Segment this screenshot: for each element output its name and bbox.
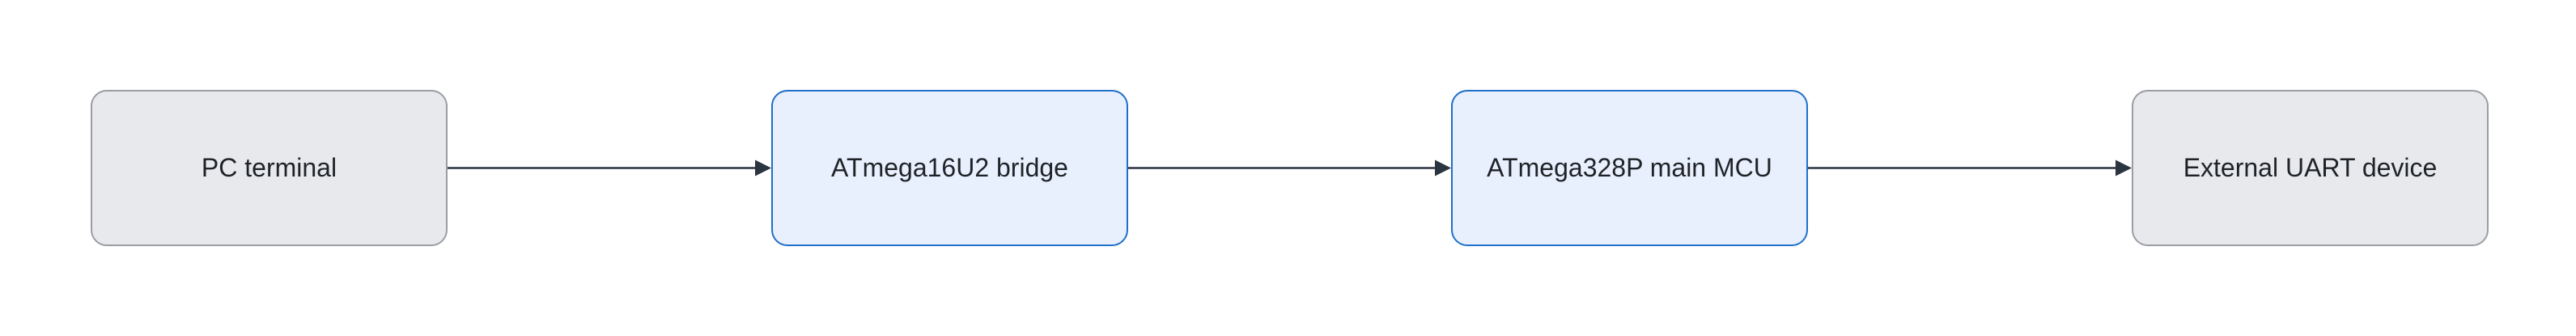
arrow-pc-to-u2 (448, 159, 771, 177)
arrowhead (755, 159, 771, 177)
arrow-u2-to-mcu (1128, 159, 1451, 177)
node-label: ATmega16U2 bridge (831, 153, 1068, 182)
node-label: External UART device (2183, 153, 2438, 182)
node-atmega16u2-bridge: ATmega16U2 bridge (771, 90, 1128, 246)
arrowhead (1435, 159, 1451, 177)
node-label: PC terminal (201, 153, 337, 182)
arrowhead (2116, 159, 2132, 177)
node-external-uart-device: External UART device (2132, 90, 2489, 246)
node-label: ATmega328P main MCU (1487, 153, 1772, 182)
node-pc-terminal: PC terminal (91, 90, 448, 246)
node-atmega328p-main-mcu: ATmega328P main MCU (1451, 90, 1808, 246)
arrow-mcu-to-ext (1808, 159, 2132, 177)
